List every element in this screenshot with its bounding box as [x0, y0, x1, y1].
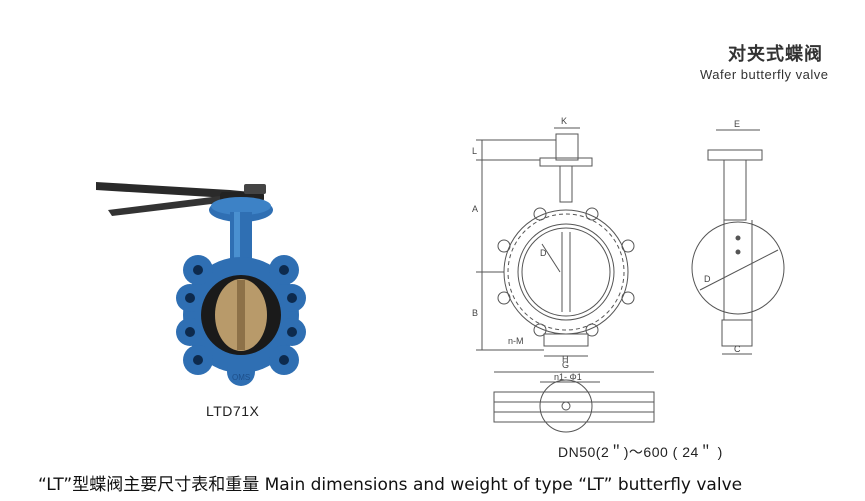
dim-e: E [734, 119, 740, 129]
title-chinese: 对夹式蝶阀 [728, 44, 823, 65]
dim-c: C [734, 344, 741, 354]
dim-n-m: n-M [508, 336, 524, 346]
valve-body: OMS [176, 255, 306, 386]
dim-h: H [562, 354, 569, 364]
dim-a: A [472, 204, 478, 214]
svg-text:OMS: OMS [232, 373, 250, 382]
table-caption: “LT”型蝶阀主要尺寸表和重量 Main dimensions and weig… [38, 475, 743, 495]
dim-d-front: D [540, 248, 547, 258]
side-view [691, 129, 785, 355]
bottom-view [493, 371, 655, 433]
dim-n1-phi1: n1- Φ1 [554, 372, 582, 382]
dim-l: L [472, 146, 477, 156]
title-english: Wafer butterfly valve [700, 67, 829, 82]
front-view [476, 127, 635, 357]
dim-k: K [561, 116, 567, 126]
dim-g: G [562, 360, 569, 370]
model-label: LTD71X [206, 403, 260, 419]
dim-d-side: D [704, 274, 711, 284]
valve-neck [209, 197, 273, 260]
size-range: DN50(2＂)～600 ( 24＂ ) [558, 444, 723, 460]
dim-b: B [472, 308, 478, 318]
